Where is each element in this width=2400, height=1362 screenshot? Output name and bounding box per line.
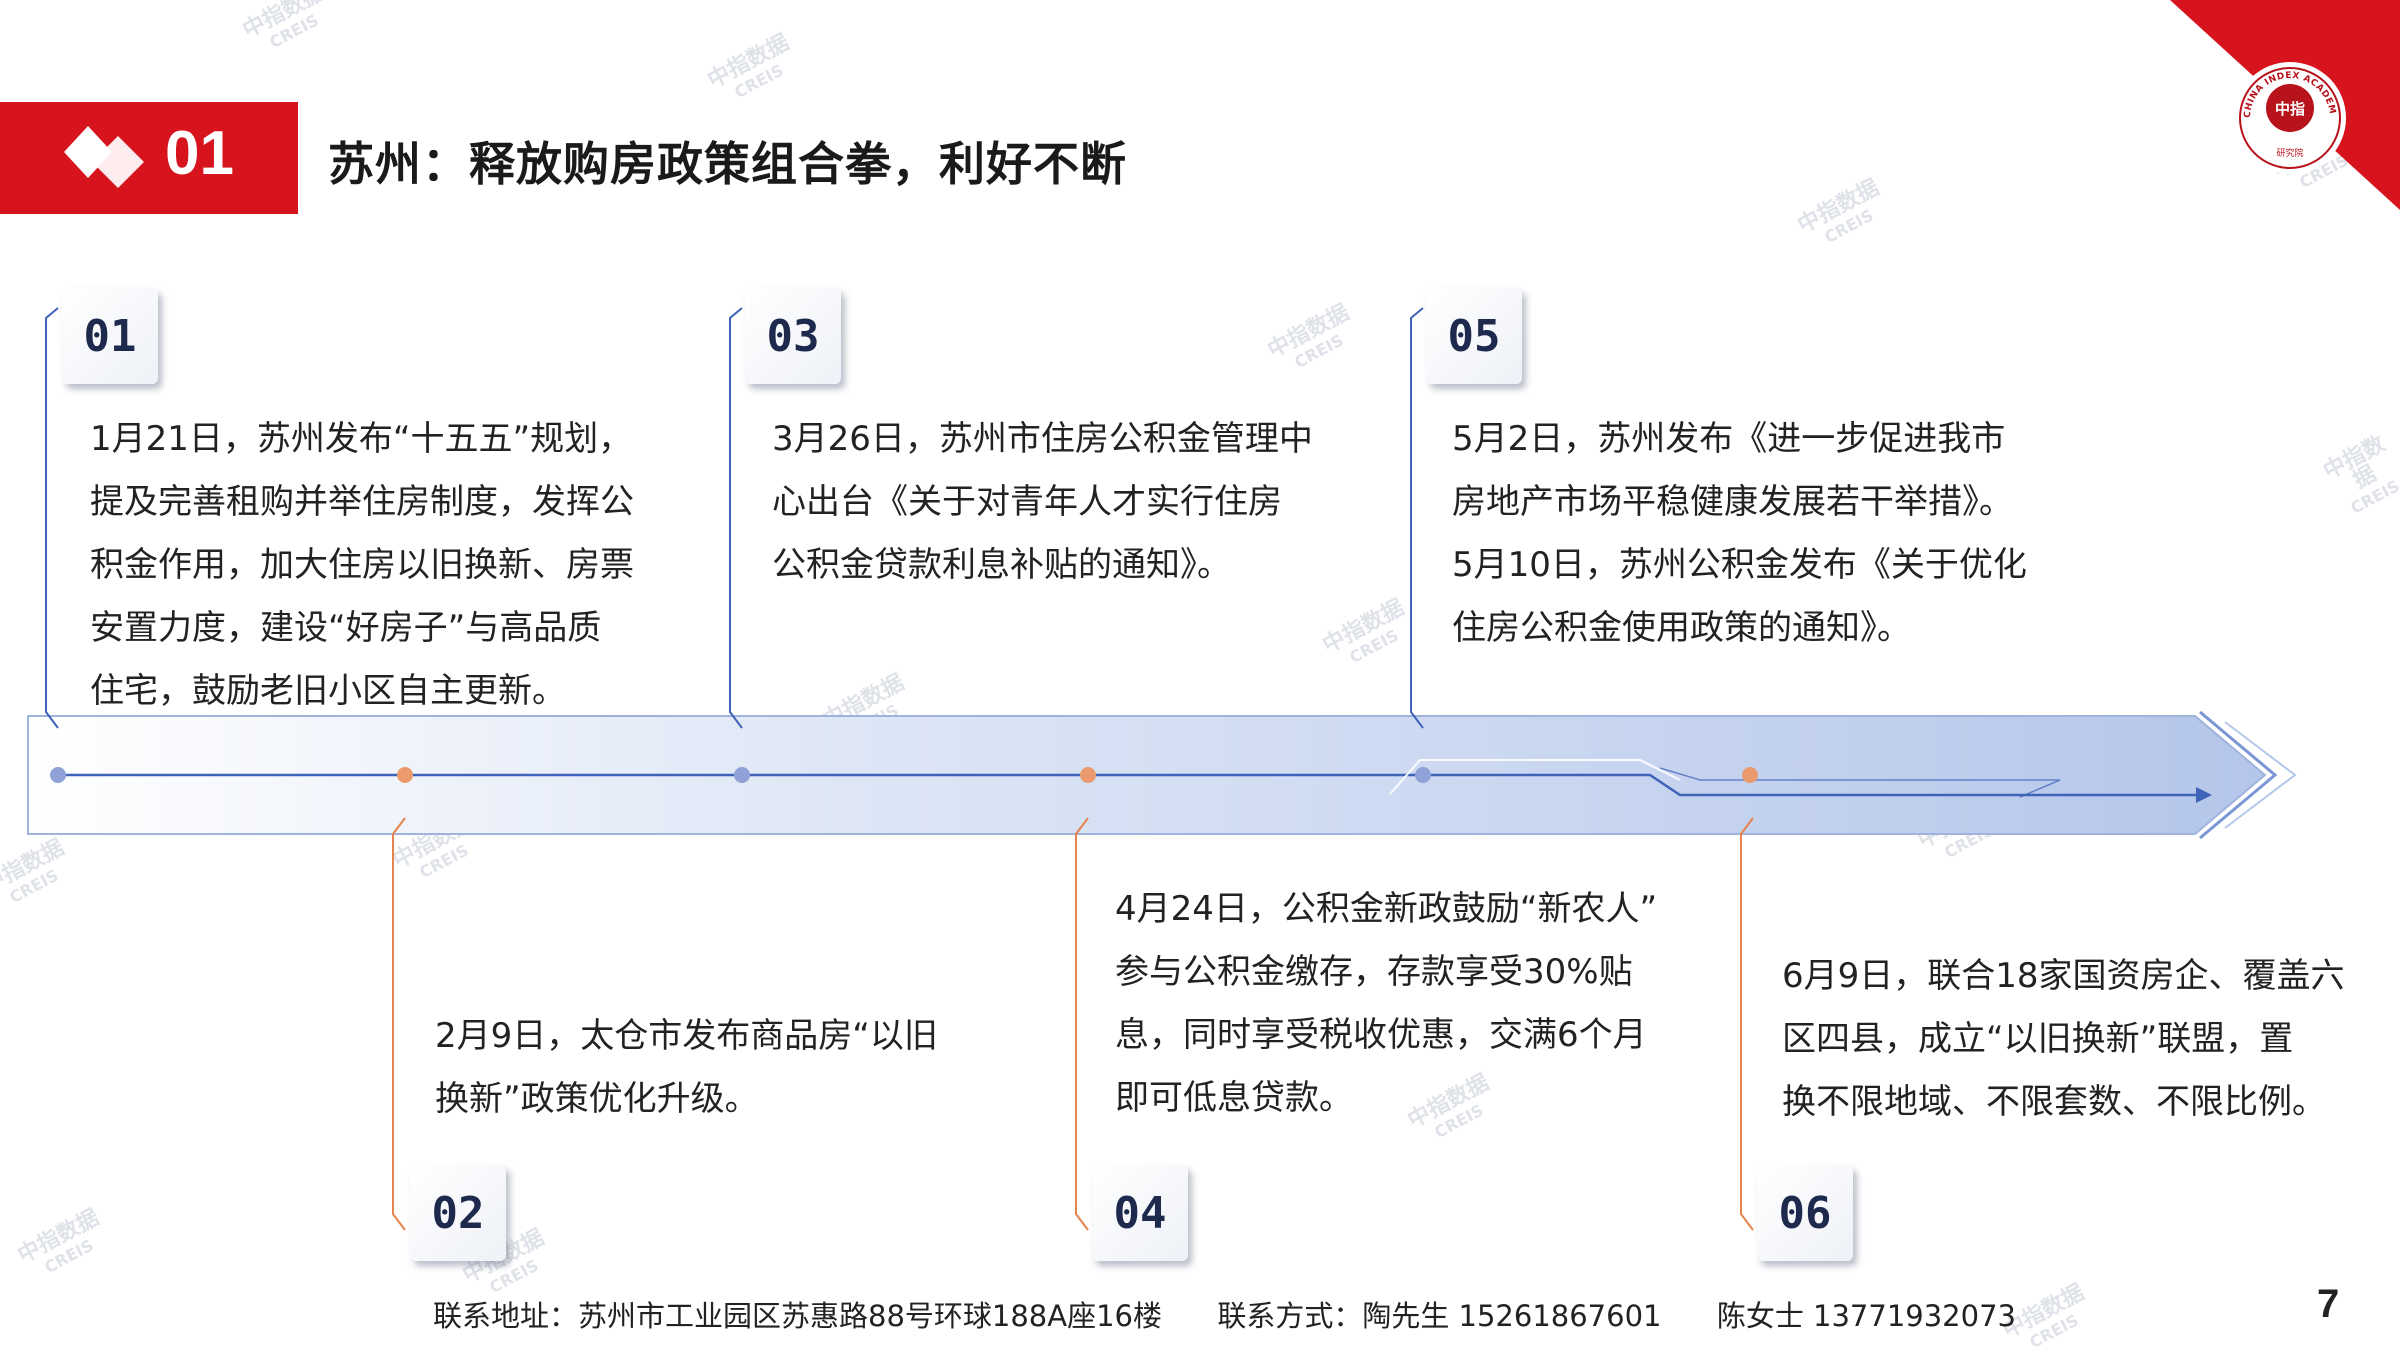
timeline-arrow-chevron (2224, 721, 2297, 829)
timeline-arrow-chevron (2199, 710, 2278, 840)
connector-03 (729, 307, 743, 729)
footer-contact-1: 联系方式：陶先生 15261867601 (1217, 1299, 1662, 1333)
section-number: 01 (165, 119, 234, 188)
connector-02 (392, 817, 406, 1231)
step-badge-06: 06 (1757, 1165, 1853, 1261)
connector-05 (1410, 307, 1424, 729)
step-badge-03: 03 (745, 288, 841, 384)
event-text-02: 2月9日，太仓市发布商品房“以旧 换新”政策优化升级。 (435, 1016, 938, 1119)
timeline-node-05 (1415, 767, 1431, 783)
step-badge-05: 05 (1426, 288, 1522, 384)
diamond-icon (64, 126, 144, 188)
footer-contact: 联系地址：苏州市工业园区苏惠路88号环球188A座16楼 联系方式：陶先生 15… (433, 1293, 2016, 1335)
connector-06 (1740, 817, 1754, 1231)
event-text-04: 4月24日，公积金新政鼓励“新农人” 参与公积金缴存，存款享受30%贴 息，同时… (1115, 889, 1658, 1118)
academy-logo: 中指 CHINA INDEX ACADEMY 研究院 (2170, 0, 2400, 210)
footer-address: 联系地址：苏州市工业园区苏惠路88号环球188A座16楼 (433, 1299, 1162, 1333)
timeline-node-06 (1742, 767, 1758, 783)
footer-contact-2: 陈女士 13771932073 (1716, 1299, 2016, 1333)
step-badge-01: 01 (62, 288, 158, 384)
timeline-arrowhead (2196, 787, 2212, 803)
timeline-node-02 (397, 767, 413, 783)
timeline-node-03 (734, 767, 750, 783)
step-badge-02: 02 (410, 1165, 506, 1261)
event-text-05: 5月2日，苏州发布《进一步促进我市 房地产市场平稳健康发展若干举措》。 5月10… (1452, 419, 2027, 648)
logo-center-text: 中指 (2275, 100, 2305, 118)
page-title: 苏州：释放购房政策组合拳，利好不断 (328, 137, 1127, 191)
timeline-accent-line (1389, 759, 1681, 795)
event-text-01: 1月21日，苏州发布“十五五”规划， 提及完善租购并举住房制度，发挥公 积金作用… (90, 419, 634, 711)
timeline-accent-line (1659, 767, 2061, 798)
logo-bottom-text: 研究院 (2276, 147, 2303, 159)
timeline-node-01 (50, 767, 66, 783)
connector-04 (1075, 817, 1089, 1231)
timeline-node-04 (1080, 767, 1096, 783)
connector-01 (45, 307, 59, 729)
page-number: 7 (2317, 1282, 2340, 1326)
event-text-06: 6月9日，联合18家国资房企、覆盖六 区四县，成立“以旧换新”联盟，置 换不限地… (1782, 956, 2345, 1122)
timeline-axis (1350, 773, 2200, 797)
section-tab (0, 102, 298, 214)
event-text-03: 3月26日，苏州市住房公积金管理中 心出台《关于对青年人才实行住房 公积金贷款利… (772, 419, 1313, 585)
step-badge-04: 04 (1092, 1165, 1188, 1261)
